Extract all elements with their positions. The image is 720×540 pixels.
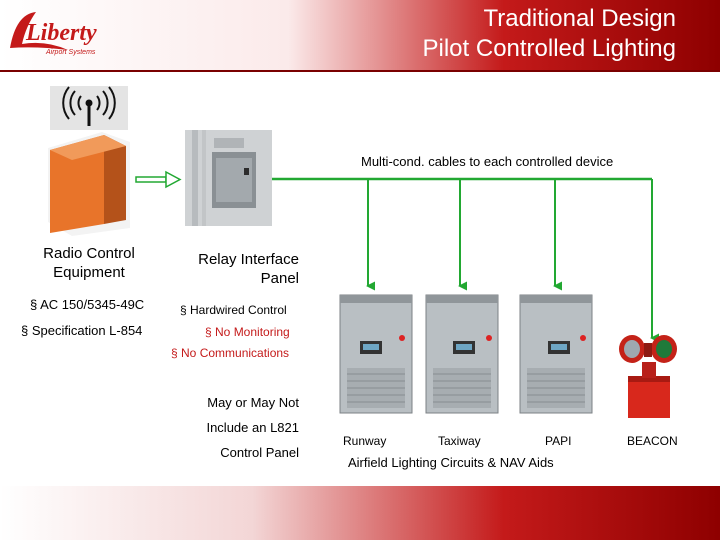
logo-brand: Liberty	[25, 20, 97, 46]
taxiway-regulator-image	[425, 294, 499, 414]
cables-label: Multi-cond. cables to each controlled de…	[361, 154, 614, 169]
footer-bar	[0, 486, 720, 540]
relay-bullet-3: § No Communications	[171, 346, 290, 360]
l821-note: May or May Not Include an L821 Control P…	[160, 390, 299, 465]
title-line-2: Pilot Controlled Lighting	[422, 35, 677, 62]
radio-bullet-1-text: AC 150/5345-49C	[40, 297, 145, 312]
relay-bullet-3-text: No Communications	[181, 346, 290, 360]
l821-note-line-3: Control Panel	[220, 445, 299, 460]
l821-note-line-1: May or May Not	[207, 395, 299, 410]
radio-bullet-2: § Specification L-854	[21, 323, 143, 338]
radio-label: Radio Control Equipment	[30, 244, 148, 282]
radio-to-relay-arrow	[135, 170, 182, 189]
relay-bullet-2: § No Monitoring	[205, 325, 290, 339]
device-label-runway: Runway	[343, 434, 387, 448]
radio-antenna-icon	[50, 86, 128, 130]
relay-bullet-1: § Hardwired Control	[180, 303, 287, 317]
runway-regulator-image	[339, 294, 413, 414]
relay-bullet-2-text: No Monitoring	[215, 325, 290, 339]
device-label-taxiway: Taxiway	[438, 434, 481, 448]
radio-label-line-2: Equipment	[53, 264, 125, 281]
beacon-image	[619, 335, 677, 418]
radio-bullet-2-text: Specification L-854	[31, 323, 143, 338]
l821-note-line-2: Include an L821	[206, 420, 299, 435]
device-label-beacon: BEACON	[627, 434, 678, 448]
radio-control-cabinet-image	[48, 132, 130, 236]
control-cable-lines	[272, 177, 659, 343]
relay-label: Relay Interface Panel	[160, 250, 299, 288]
relay-bullet-1-text: Hardwired Control	[190, 303, 287, 317]
relay-label-line-2: Panel	[260, 270, 299, 287]
header-divider	[0, 70, 720, 72]
liberty-logo: Liberty Airport Systems	[6, 6, 121, 62]
papi-regulator-image	[519, 294, 593, 414]
title-line-1: Traditional Design	[483, 5, 676, 32]
device-label-papi: PAPI	[545, 434, 572, 448]
page-title: Traditional Design Pilot Controlled Ligh…	[423, 4, 677, 64]
radio-label-line-1: Radio Control	[43, 245, 135, 262]
radio-bullet-1: § AC 150/5345-49C	[30, 297, 145, 312]
header-bar	[0, 0, 720, 70]
relay-label-line-1: Relay Interface	[198, 251, 299, 268]
logo-subtitle: Airport Systems	[45, 49, 96, 56]
circuits-caption: Airfield Lighting Circuits & NAV Aids	[348, 455, 554, 470]
relay-panel-image	[185, 130, 272, 226]
